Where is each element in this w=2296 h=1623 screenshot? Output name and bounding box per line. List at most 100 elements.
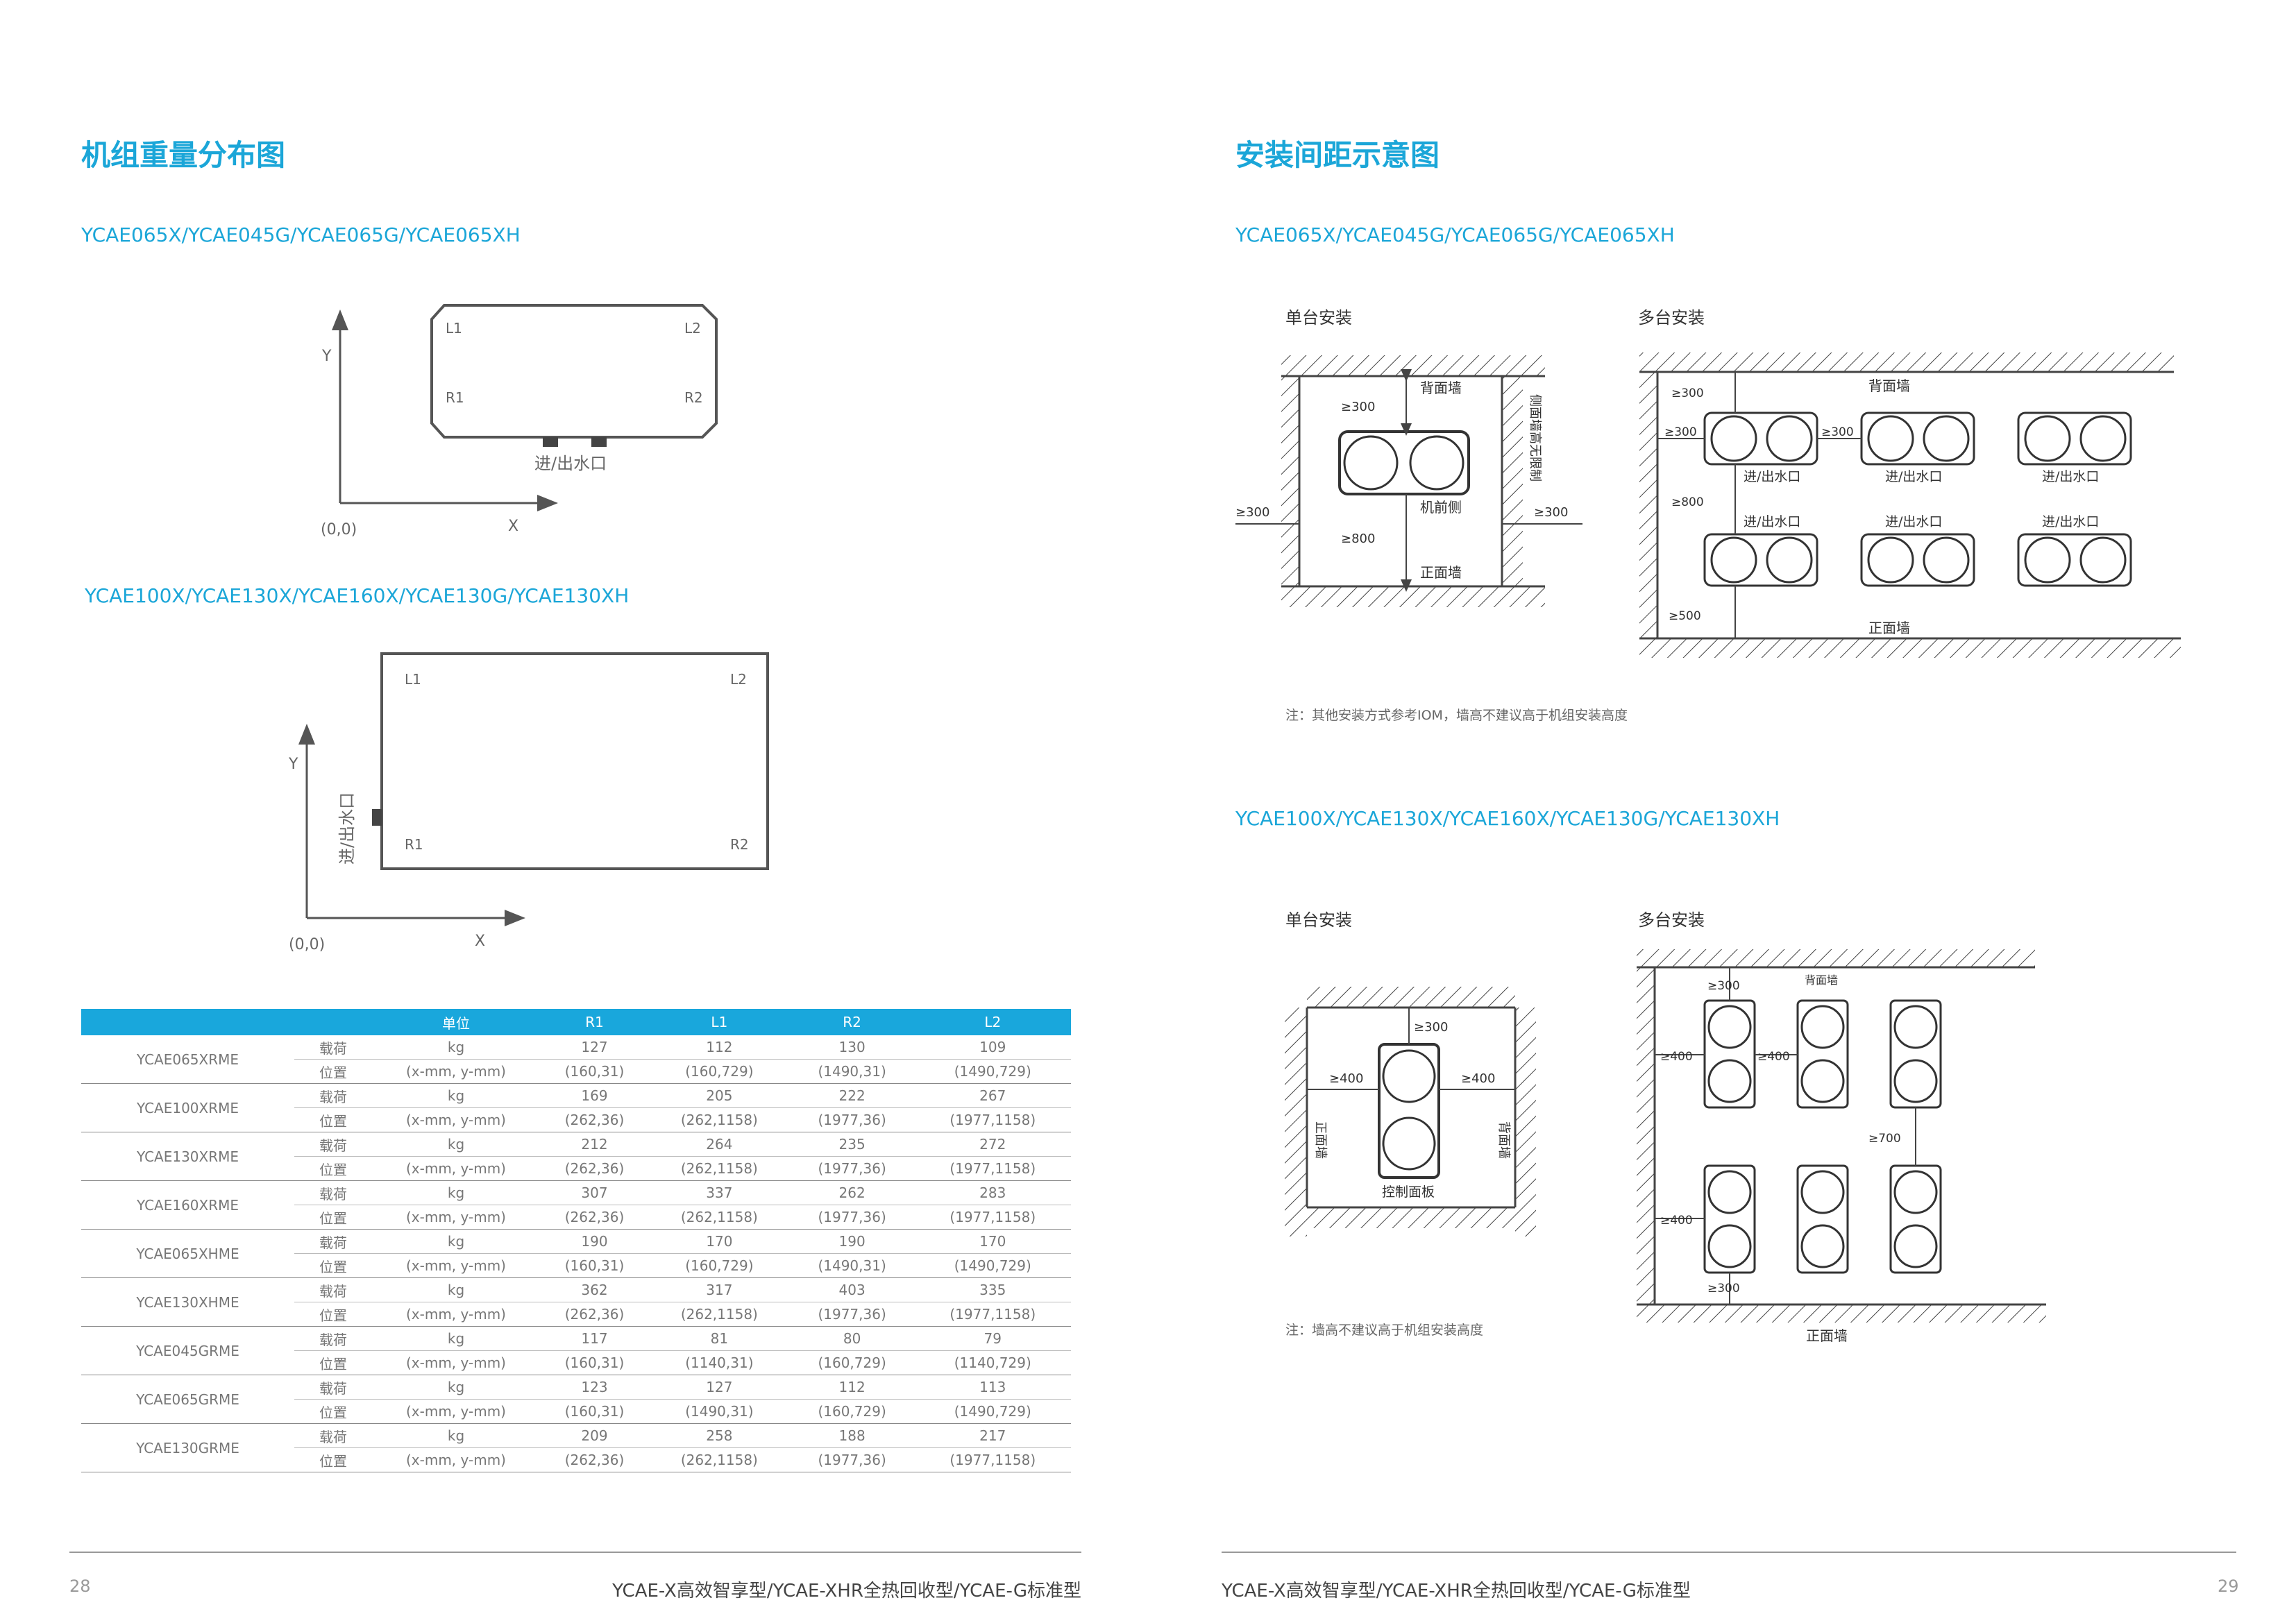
value-cell: (262,36) (540, 1156, 650, 1181)
row-label-cell: 载荷 (294, 1083, 372, 1108)
corner-r1: R1 (446, 389, 464, 406)
value-cell: 130 (789, 1035, 915, 1060)
origin-label: (0,0) (321, 521, 357, 538)
svg-text:≥500: ≥500 (1669, 609, 1701, 623)
table-row: 位置(x-mm, y-mm)(262,36)(262,1158)(1977,36… (81, 1302, 1071, 1327)
svg-text:≥800: ≥800 (1671, 495, 1704, 509)
row-label-cell: 位置 (294, 1253, 372, 1278)
value-cell: (262,36) (540, 1302, 650, 1327)
right-subtitle-2: YCAE100X/YCAE130X/YCAE160X/YCAE130G/YCAE… (1235, 807, 1780, 830)
value-cell: (x-mm, y-mm) (372, 1107, 540, 1132)
svg-text:≥300: ≥300 (1707, 1282, 1740, 1295)
svg-text:≥300: ≥300 (1664, 425, 1697, 439)
value-cell: (160,729) (649, 1059, 790, 1084)
corner-r2: R2 (730, 836, 749, 853)
svg-text:≥300: ≥300 (1341, 400, 1375, 414)
svg-text:≥400: ≥400 (1660, 1050, 1693, 1064)
value-cell: (x-mm, y-mm) (372, 1350, 540, 1375)
value-cell: 112 (789, 1375, 915, 1400)
model-cell: YCAE100XRME (81, 1083, 294, 1132)
header-r2: R2 (789, 1009, 915, 1035)
value-cell: (1140,31) (649, 1350, 790, 1375)
svg-text:≥400: ≥400 (1757, 1050, 1790, 1064)
svg-text:≥700: ≥700 (1868, 1132, 1901, 1146)
unit-column-top (1703, 999, 1942, 1109)
value-cell: (x-mm, y-mm) (372, 1302, 540, 1327)
model-cell: YCAE065XHME (81, 1229, 294, 1278)
svg-text:正面墙: 正面墙 (1420, 564, 1462, 581)
unit-outline (380, 652, 769, 870)
value-cell: 307 (540, 1180, 650, 1205)
value-cell: 170 (649, 1229, 790, 1254)
value-cell: (1977,1158) (914, 1156, 1071, 1181)
svg-text:背面墙: 背面墙 (1868, 377, 1910, 394)
value-cell: (x-mm, y-mm) (372, 1399, 540, 1424)
value-cell: 403 (789, 1277, 915, 1302)
value-cell: 190 (540, 1229, 650, 1254)
corner-l1: L1 (405, 671, 421, 688)
water-port (372, 809, 382, 826)
svg-text:进/出水口: 进/出水口 (1744, 469, 1800, 484)
value-cell: (1977,1158) (914, 1205, 1071, 1230)
value-cell: (262,1158) (649, 1447, 790, 1472)
value-cell: 188 (789, 1423, 915, 1448)
y-label: Y (288, 756, 298, 773)
value-cell: (x-mm, y-mm) (372, 1059, 540, 1084)
value-cell: (1977,36) (789, 1205, 915, 1230)
value-cell: (262,1158) (649, 1156, 790, 1181)
value-cell: (1140,729) (914, 1350, 1071, 1375)
left-footer-rule (69, 1552, 1081, 1553)
value-cell: 235 (789, 1132, 915, 1157)
unit-row-bottom (1703, 533, 2132, 587)
left-page-number: 28 (69, 1577, 91, 1596)
water-port-2 (591, 437, 607, 447)
right-page-title: 安装间距示意图 (1235, 138, 1440, 172)
table-header: 单位 R1 L1 R2 L2 (81, 1009, 1071, 1035)
value-cell: 79 (914, 1326, 1071, 1351)
value-cell: (262,1158) (649, 1205, 790, 1230)
value-cell: kg (372, 1375, 540, 1400)
value-cell: (1490,31) (789, 1059, 915, 1084)
value-cell: 217 (914, 1423, 1071, 1448)
table-row: 位置(x-mm, y-mm)(262,36)(262,1158)(1977,36… (81, 1107, 1071, 1132)
value-cell: 272 (914, 1132, 1071, 1157)
value-cell: (160,31) (540, 1399, 650, 1424)
value-cell: (1490,729) (914, 1059, 1071, 1084)
value-cell: (1490,31) (789, 1253, 915, 1278)
value-cell: kg (372, 1423, 540, 1448)
unit-column-bottom (1703, 1164, 1942, 1274)
value-cell: 209 (540, 1423, 650, 1448)
value-cell: 127 (540, 1035, 650, 1060)
value-cell: (262,1158) (649, 1107, 790, 1132)
value-cell: 317 (649, 1277, 790, 1302)
value-cell: (1977,1158) (914, 1107, 1071, 1132)
row-label-cell: 位置 (294, 1107, 372, 1132)
right-footer-rule (1222, 1552, 2236, 1553)
model-cell: YCAE065GRME (81, 1375, 294, 1424)
model-cell: YCAE160XRME (81, 1180, 294, 1230)
svg-text:≥400: ≥400 (1660, 1214, 1693, 1227)
table-row: 位置(x-mm, y-mm)(160,31)(1490,31)(160,729)… (81, 1399, 1071, 1424)
value-cell: 127 (649, 1375, 790, 1400)
origin-label: (0,0) (289, 936, 325, 953)
svg-text:≥300: ≥300 (1821, 425, 1854, 439)
row-label-cell: 位置 (294, 1447, 372, 1472)
multi-install-label-2: 多台安装 (1638, 910, 1705, 930)
value-cell: 335 (914, 1277, 1071, 1302)
svg-text:背面墙: 背面墙 (1420, 380, 1462, 396)
right-footer-text: YCAE-X高效智享型/YCAE-XHR全热回收型/YCAE-G标准型 (1222, 1581, 1691, 1601)
svg-text:控制面板: 控制面板 (1382, 1184, 1435, 1200)
value-cell: (x-mm, y-mm) (372, 1253, 540, 1278)
svg-text:≥400: ≥400 (1461, 1071, 1495, 1086)
value-cell: 222 (789, 1083, 915, 1108)
weight-diagram-2: Y X (0,0) L1 L2 R1 R2 进/出水口 (288, 652, 769, 953)
value-cell: 362 (540, 1277, 650, 1302)
svg-text:侧面墙高无限制: 侧面墙高无限制 (1528, 394, 1542, 482)
value-cell: 80 (789, 1326, 915, 1351)
multi-install-diagram-1: 背面墙 ≥300 ≥300 ≥300 ≥800 ≥500 正面墙 进/出水口 进… (1639, 352, 2181, 658)
row-label-cell: 载荷 (294, 1423, 372, 1448)
